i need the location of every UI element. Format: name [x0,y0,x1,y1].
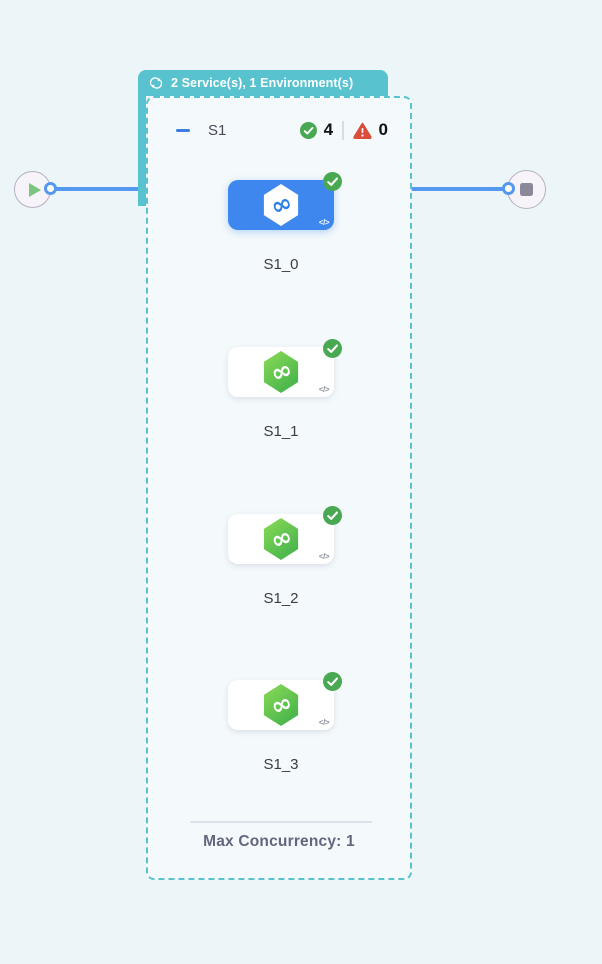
status-divider [342,120,344,140]
stage-name: S1 [208,121,227,139]
loop-icon [149,77,163,89]
play-icon [28,182,41,197]
success-count: 4 [323,120,334,139]
service-hexagon-icon: ∞ [263,351,299,393]
stage-card[interactable]: ∞ </> [228,172,342,230]
error-warning-icon [353,122,372,139]
collapse-icon[interactable] [176,128,190,132]
iteration-label: S1_2 [263,590,299,607]
iteration-label: S1_3 [263,756,299,773]
matrix-stage-container: S1 4 0 ∞ </ [146,96,412,880]
stage-card[interactable]: ∞ </> [228,506,342,564]
matrix-strip [138,96,146,206]
edge-stage-to-end [411,187,509,191]
iteration-card-s1-0[interactable]: ∞ </> S1_0 [228,172,342,273]
code-template-icon: </> [318,718,330,727]
code-template-icon: </> [318,385,330,394]
iteration-card-s1-2[interactable]: ∞ </> S1_2 [228,506,342,607]
service-hexagon-icon: ∞ [263,184,299,226]
infinity-icon: ∞ [266,520,296,556]
connector-port-left [44,182,57,195]
success-badge-icon [323,339,342,358]
code-template-icon: </> [318,218,330,227]
footer-divider [190,821,372,823]
error-count: 0 [378,120,388,139]
matrix-header-label: 2 Service(s), 1 Environment(s) [171,76,354,90]
connector-port-right [502,182,515,195]
matrix-header-badge[interactable]: 2 Service(s), 1 Environment(s) [138,70,388,96]
max-concurrency-label: Max Concurrency: 1 [203,833,355,850]
edge-start-to-stage [51,187,141,191]
code-template-icon: </> [318,552,330,561]
success-badge-icon [323,672,342,691]
stage-card[interactable]: ∞ </> [228,339,342,397]
iteration-label: S1_1 [263,423,299,440]
infinity-icon: ∞ [266,186,296,222]
success-check-icon [299,121,317,139]
service-hexagon-icon: ∞ [263,518,299,560]
success-badge-icon [323,506,342,525]
service-hexagon-icon: ∞ [263,684,299,726]
stage-status: 4 0 [299,120,388,140]
stop-icon [520,183,533,196]
iteration-card-s1-3[interactable]: ∞ </> S1_3 [228,672,342,773]
iteration-card-s1-1[interactable]: ∞ </> S1_1 [228,339,342,440]
iteration-label: S1_0 [263,256,299,273]
success-badge-icon [323,172,342,191]
infinity-icon: ∞ [266,686,296,722]
stage-header: S1 4 0 [176,118,388,142]
infinity-icon: ∞ [266,353,296,389]
stage-card[interactable]: ∞ </> [228,672,342,730]
